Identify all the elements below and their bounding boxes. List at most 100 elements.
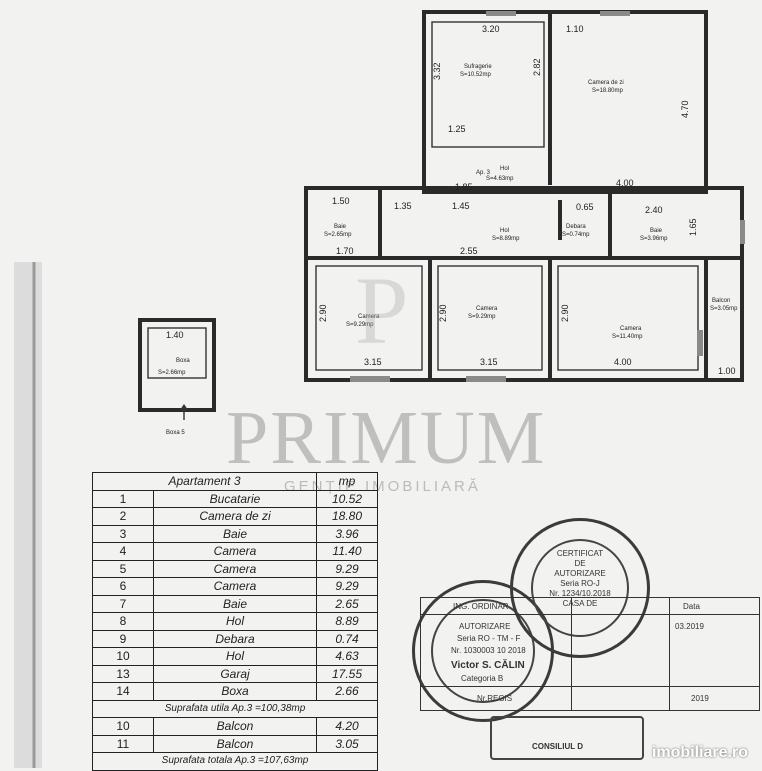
dim: 3.32 xyxy=(432,62,442,80)
dim: 4.00 xyxy=(616,178,634,188)
dim: 2.40 xyxy=(645,205,663,215)
dim: 4.00 xyxy=(614,357,632,367)
dim: 3.15 xyxy=(480,357,498,367)
dim: 1.65 xyxy=(688,218,698,236)
dim: 1.50 xyxy=(332,196,350,206)
window xyxy=(350,376,390,382)
registration-number: Nr. 1030003 10 2018 xyxy=(451,646,526,655)
room-area: S=2.65mp xyxy=(324,232,352,238)
room-label: Boxa xyxy=(176,358,190,364)
window xyxy=(600,11,630,16)
room-area: S=10.52mp xyxy=(460,72,492,78)
dim: 2.90 xyxy=(560,304,570,322)
row-number: 10 xyxy=(92,647,154,666)
window xyxy=(486,11,516,16)
row-value: 0.74 xyxy=(316,629,378,648)
room-label: Balcon xyxy=(712,298,730,304)
room-area: S=4.63mp xyxy=(486,176,514,182)
dim: 2.90 xyxy=(438,304,448,322)
room-area: S=9.29mp xyxy=(346,322,374,328)
scan-edge xyxy=(14,262,42,768)
room-inner xyxy=(437,265,543,371)
row-number: 13 xyxy=(92,664,154,683)
grand-total-row: Suprafata totala Ap.3 =107,63mp xyxy=(92,752,378,771)
room-area: S=0.74mp xyxy=(562,232,590,238)
authorization-stamp: CERTIFICAT DE AUTORIZARE Seria RO-J Nr. … xyxy=(510,518,650,658)
row-number: 7 xyxy=(92,594,154,613)
dim: 3.15 xyxy=(364,357,382,367)
row-name: Boxa xyxy=(153,682,317,701)
row-value: 10.52 xyxy=(316,489,378,508)
row-value: 4.63 xyxy=(316,647,378,666)
row-name: Camera xyxy=(153,542,317,561)
row-value: 9.29 xyxy=(316,559,378,578)
engineer-label: ING. ORDINAR xyxy=(453,602,509,611)
title-block: ING. ORDINAR AUTORIZARE Seria RO - TM - … xyxy=(420,597,760,711)
row-name: Hol xyxy=(153,612,317,631)
lower-wing-walls xyxy=(304,186,744,382)
dim: 1.45 xyxy=(452,201,470,211)
stamp-line: Seria RO-J xyxy=(560,579,600,588)
date-label: Data xyxy=(683,602,700,611)
row-value: 17.55 xyxy=(316,664,378,683)
row-number: 9 xyxy=(92,629,154,648)
room-label: Camera de zi xyxy=(588,80,624,86)
stamp-line: AUTORIZARE xyxy=(554,569,606,578)
date-value: 03.2019 xyxy=(675,622,704,631)
room-label: Debara xyxy=(566,224,586,230)
engineer-category: Categoria B xyxy=(461,674,504,683)
footer-year: 2019 xyxy=(691,694,709,703)
dim: 1.10 xyxy=(566,24,584,34)
row-number: 11 xyxy=(92,734,154,753)
stamp-line: CERTIFICAT xyxy=(556,549,604,558)
row-number: 5 xyxy=(92,559,154,578)
room-label: Hol xyxy=(500,166,509,172)
room-area: S=18.80mp xyxy=(592,88,624,94)
dim: 1.35 xyxy=(394,201,412,211)
row-value: 4.20 xyxy=(316,717,378,736)
row-value: 2.66 xyxy=(316,682,378,701)
stamp-line: CASA DE xyxy=(562,599,598,608)
room-area: S=3.05mp xyxy=(710,306,738,312)
row-number: 1 xyxy=(92,489,154,508)
room-area: S=8.89mp xyxy=(492,236,520,242)
useful-total-row: Suprafata utila Ap.3 =100,38mp xyxy=(92,699,378,718)
room-label: Baie xyxy=(334,224,347,230)
room-label: Baie xyxy=(650,228,663,234)
engineer-name: Victor S. CĂLIN xyxy=(451,660,525,671)
table-header-row: Apartament 3 mp xyxy=(92,472,378,491)
row-name: Hol xyxy=(153,647,317,666)
dim: 0.65 xyxy=(576,202,594,212)
room-label: Camera xyxy=(476,306,498,312)
row-name: Camera xyxy=(153,559,317,578)
row-value: 18.80 xyxy=(316,507,378,526)
room-inner xyxy=(315,265,423,371)
row-value: 8.89 xyxy=(316,612,378,631)
row-name: Camera xyxy=(153,577,317,596)
room-label: Hol xyxy=(500,228,509,234)
dim: 1.85 xyxy=(455,182,473,192)
dim: 1.25 xyxy=(448,124,466,134)
site-logo: imobiliare.ro xyxy=(651,744,748,761)
row-name: Debara xyxy=(153,629,317,648)
authorization-label: AUTORIZARE xyxy=(459,622,511,631)
row-value: 3.05 xyxy=(316,734,378,753)
row-name: Baie xyxy=(153,524,317,543)
useful-total-row-text: Suprafata utila Ap.3 =100,38mp xyxy=(92,699,378,718)
row-number: 4 xyxy=(92,542,154,561)
watermark-letter: P xyxy=(355,257,409,364)
row-name: Garaj xyxy=(153,664,317,683)
room-area: S=11.40mp xyxy=(612,334,643,340)
row-number: 8 xyxy=(92,612,154,631)
table-header-label: Apartament 3 xyxy=(92,472,317,491)
